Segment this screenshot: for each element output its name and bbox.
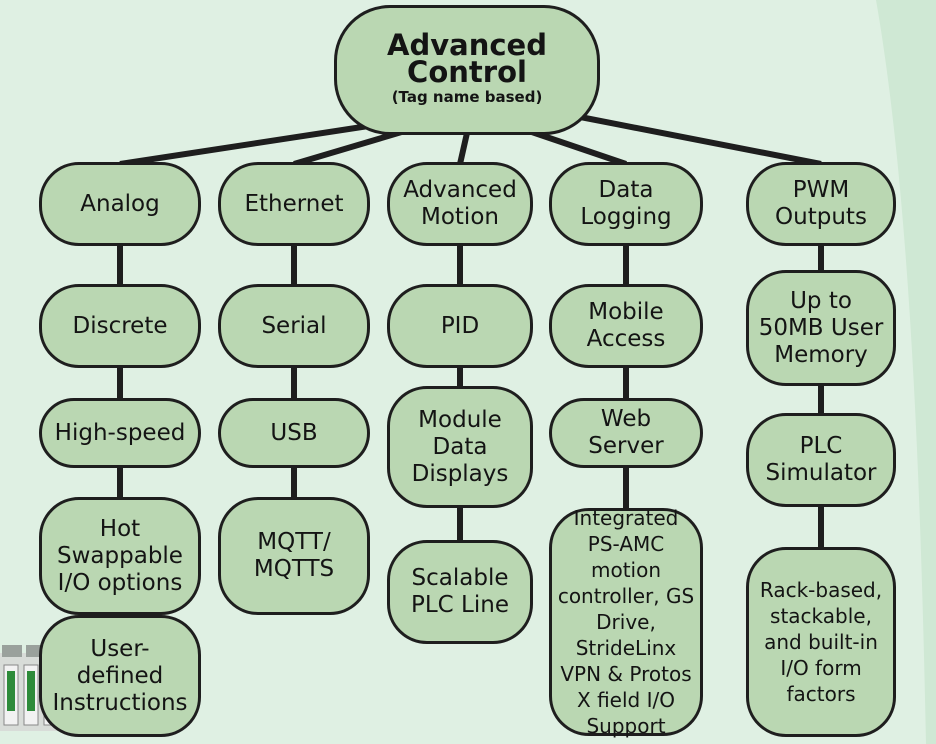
node-discrete: Discrete [39, 284, 201, 368]
root-connector [569, 112, 822, 167]
node-high-speed: High-speed [39, 398, 201, 468]
root-node: Advanced Control (Tag name based) [334, 5, 600, 135]
node-advanced-motion: Advanced Motion [387, 162, 533, 246]
root-subtitle: (Tag name based) [391, 88, 543, 106]
node-serial: Serial [218, 284, 370, 368]
node-mqtt: MQTT/ MQTTS [218, 497, 370, 615]
node-pid: PID [387, 284, 533, 368]
node-mobile-access: Mobile Access [549, 284, 703, 368]
node-form-factors: Rack-based, stackable, and built-in I/O … [746, 547, 896, 737]
node-data-logging: Data Logging [549, 162, 703, 246]
node-user-memory: Up to 50MB User Memory [746, 270, 896, 386]
node-analog: Analog [39, 162, 201, 246]
node-scalable-plc-line: Scalable PLC Line [387, 540, 533, 644]
node-integrated-support: Integrated PS-AMC motion controller, GS … [549, 506, 703, 738]
node-module-data-displays: Module Data Displays [387, 386, 533, 508]
node-usb: USB [218, 398, 370, 468]
node-ethernet: Ethernet [218, 162, 370, 246]
root-title: Advanced Control [387, 28, 547, 89]
node-user-defined: User- defined Instructions [39, 615, 201, 737]
root-connector [119, 122, 376, 167]
background-decor [876, 0, 936, 744]
node-web-server: Web Server [549, 398, 703, 468]
node-plc-simulator: PLC Simulator [746, 413, 896, 507]
node-hot-swappable: Hot Swappable I/O options [39, 497, 201, 615]
node-pwm-outputs: PWM Outputs [746, 162, 896, 246]
root-connector [457, 132, 470, 165]
